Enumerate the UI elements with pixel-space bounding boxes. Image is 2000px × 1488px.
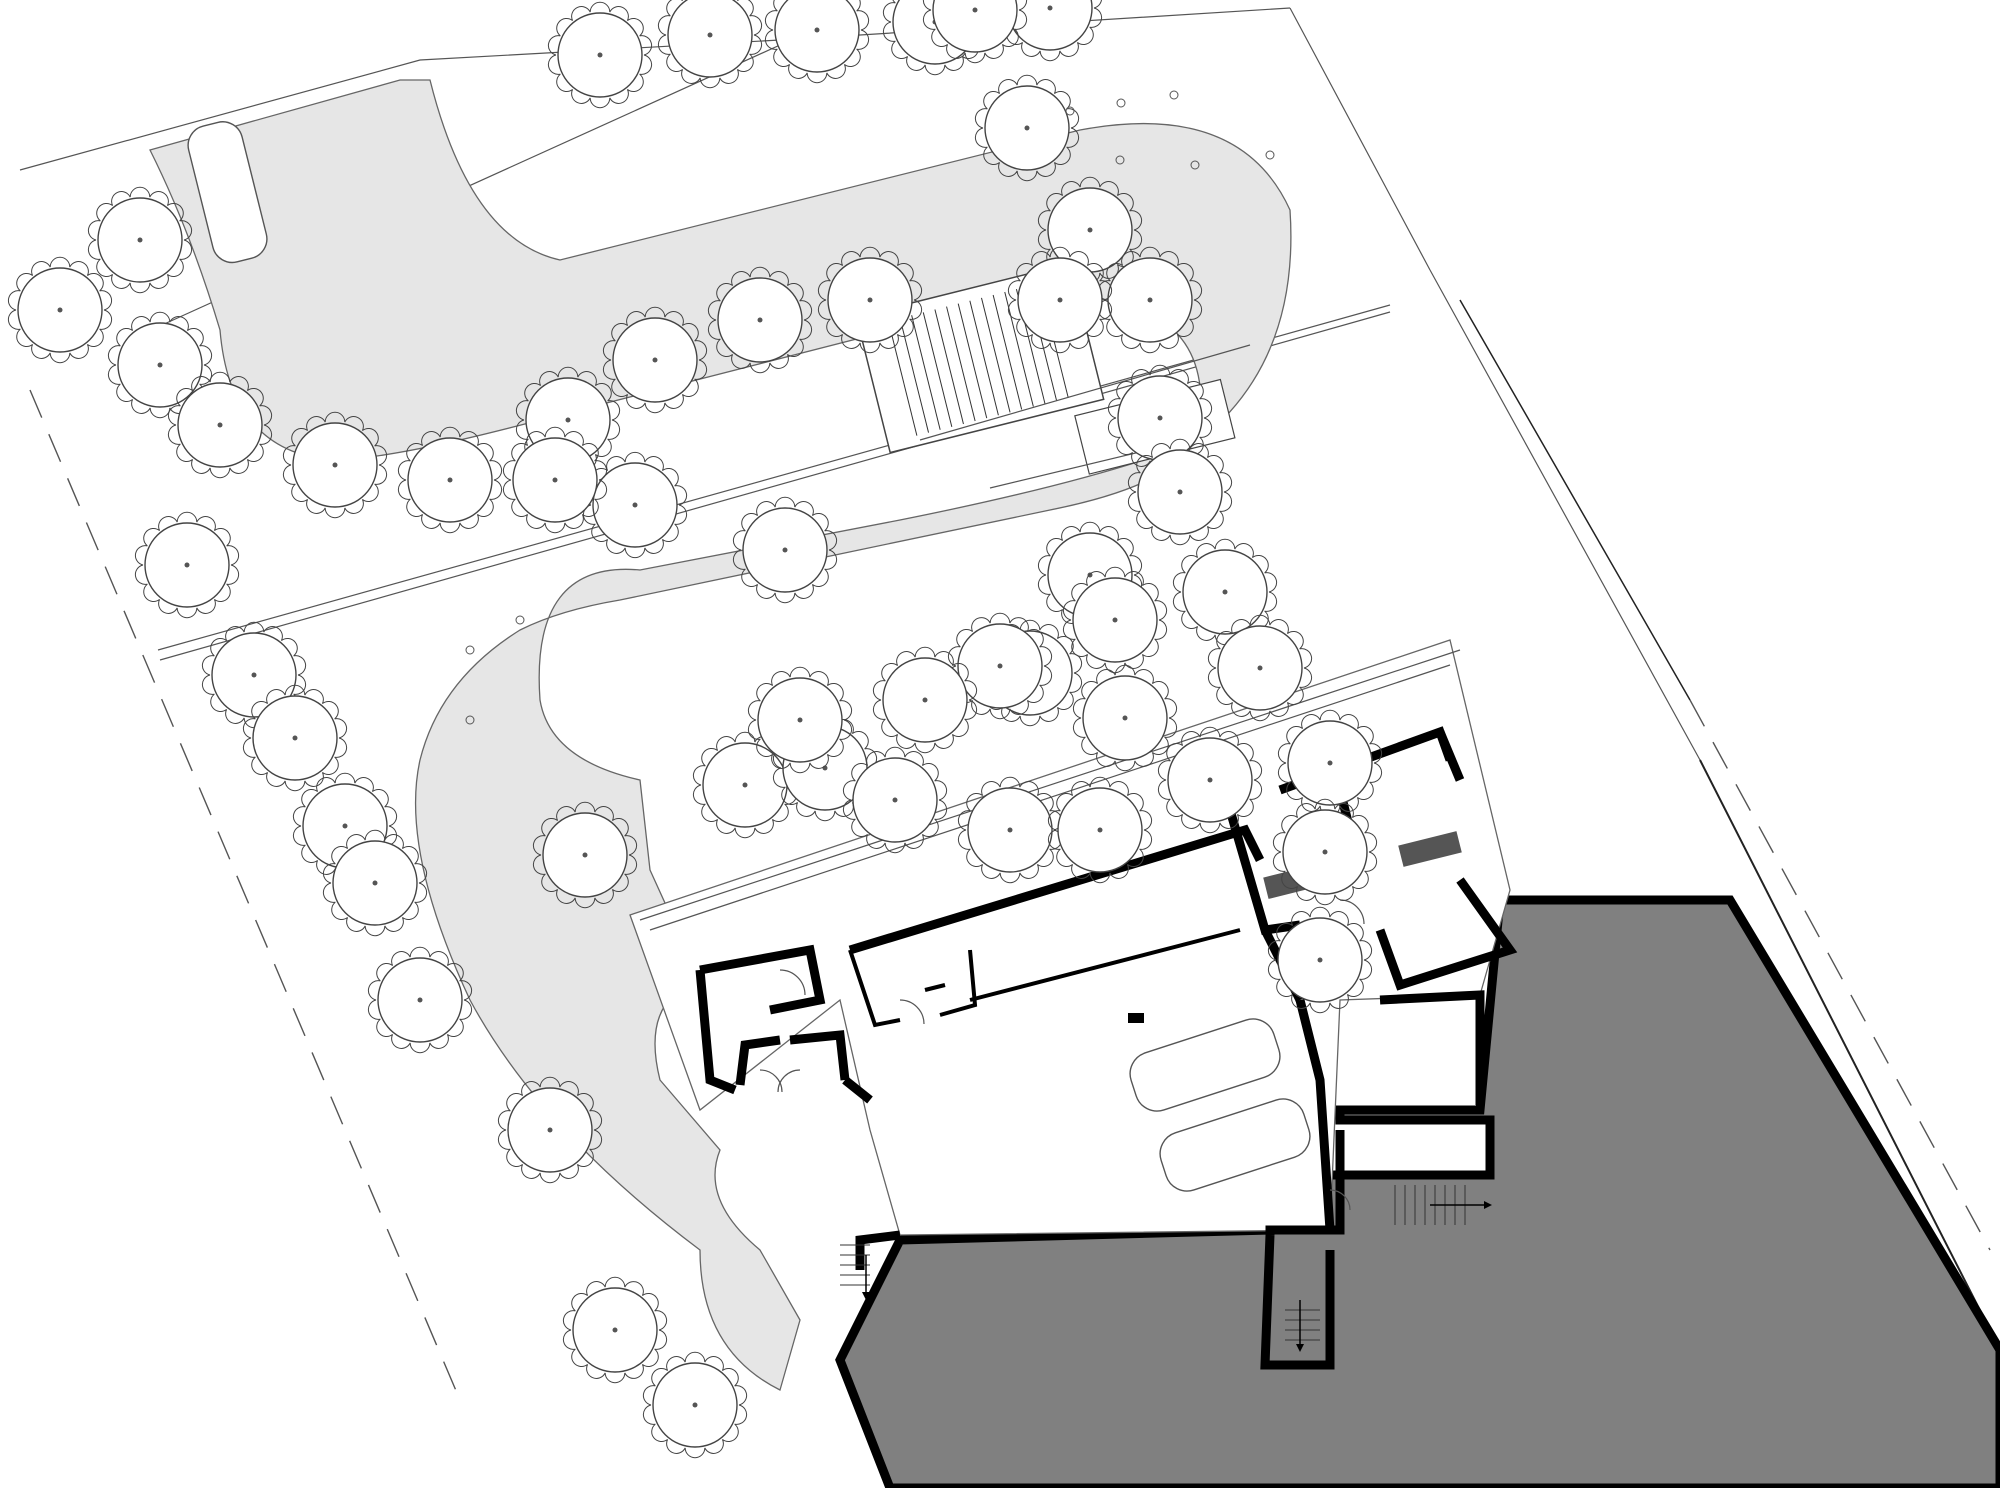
tree-icon [87,186,193,294]
tree-icon [872,646,978,754]
tree-icon [497,1076,603,1184]
tree-icon [747,666,853,774]
tree-icon [657,0,763,89]
car-icon [187,121,1311,1192]
tree-icon [732,496,838,604]
trees [7,0,1383,1459]
tree-icon [764,0,870,84]
tree-icon [642,1351,748,1459]
tree-icon [602,306,708,414]
tree-icon [1207,614,1313,722]
tree-icon [1277,709,1383,817]
tree-icon [397,426,503,534]
tree-icon [7,256,113,364]
tree-icon [532,801,638,909]
tree-icon [322,829,428,937]
tree-icon [582,451,688,559]
tree-icon [1272,798,1378,906]
tree-icon [1267,906,1373,1014]
tree-icon [1062,566,1168,674]
tree-icon [1157,726,1263,834]
tree-icon [502,426,608,534]
tree-icon [817,246,923,354]
tree-icon [367,946,473,1054]
tree-icon [242,684,348,792]
tree-icon [692,731,798,839]
tree-icon [282,411,388,519]
bollards [465,90,1275,725]
tree-icon [707,266,813,374]
tree-icon [922,0,1028,64]
tree-icon [1072,664,1178,772]
tree-icon [1007,246,1113,354]
tree-icon [562,1276,668,1384]
tree-icon [1047,776,1153,884]
tree-icon [547,1,653,109]
tree-icon [167,371,273,479]
tree-icon [134,511,240,619]
tree-icon [957,776,1063,884]
tree-icon [1127,438,1233,546]
tree-icon [107,311,213,419]
tree-icon [974,74,1080,182]
stair-arrow-icon [862,1201,1492,1352]
tree-icon [1172,538,1278,646]
tree-icon [842,746,948,854]
tree-icon [947,612,1053,720]
